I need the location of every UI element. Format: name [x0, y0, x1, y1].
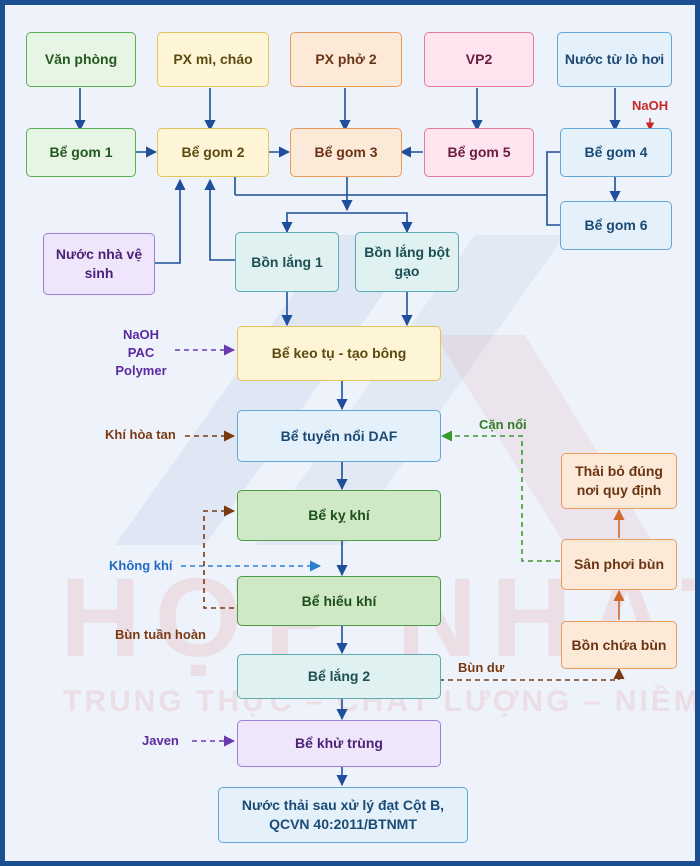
- node-thai-bo: Thải bỏ đúng nơi quy định: [561, 453, 677, 509]
- node-nuoc-thai-sau-xu-ly: Nước thải sau xử lý đạt Cột B, QCVN 40:2…: [218, 787, 468, 843]
- node-bon-chua-bun: Bồn chứa bùn: [561, 621, 677, 669]
- node-be-lang-2: Bể lắng 2: [237, 654, 441, 699]
- label-javen: Javen: [142, 733, 179, 748]
- node-san-phoi-bun: Sân phơi bùn: [561, 539, 677, 590]
- label-khong-khi: Không khí: [109, 558, 173, 573]
- node-nuoc-tu-lo-hoi: Nước từ lò hơi: [557, 32, 672, 87]
- node-be-gom-1: Bể gom 1: [26, 128, 136, 177]
- node-bon-lang-bot-gao: Bồn lắng bột gạo: [355, 232, 459, 292]
- label-naoh-top: NaOH: [632, 98, 669, 113]
- node-be-gom-5: Bể gom 5: [424, 128, 534, 177]
- node-vp2: VP2: [424, 32, 534, 87]
- node-be-keo-tu: Bể keo tụ - tạo bông: [237, 326, 441, 381]
- node-be-gom-2: Bể gom 2: [157, 128, 269, 177]
- label-bun-du: Bùn dư: [458, 660, 505, 675]
- node-be-gom-3: Bể gom 3: [290, 128, 402, 177]
- node-bon-lang-1: Bồn lắng 1: [235, 232, 339, 292]
- node-px-mi-chao: PX mì, cháo: [157, 32, 269, 87]
- label-khi-hoa-tan: Khí hòa tan: [105, 427, 176, 442]
- flow-connectors: [74, 88, 655, 787]
- node-be-gom-6: Bể gom 6: [560, 201, 672, 250]
- label-pac: PAC: [127, 345, 155, 360]
- label-polymer: Polymer: [115, 363, 167, 378]
- node-nuoc-nha-ve-sinh: Nước nhà vệ sinh: [43, 233, 155, 295]
- node-be-ky-khi: Bể kỵ khí: [237, 490, 441, 541]
- node-be-gom-4: Bể gom 4: [560, 128, 672, 177]
- node-be-hieu-khi: Bể hiếu khí: [237, 576, 441, 626]
- node-be-tuyen-noi: Bể tuyển nổi DAF: [237, 410, 441, 462]
- node-be-khu-trung: Bể khử trùng: [237, 720, 441, 767]
- label-naoh: NaOH: [122, 327, 160, 342]
- node-px-pho-2: PX phở 2: [290, 32, 402, 87]
- node-van-phong: Văn phòng: [26, 32, 136, 87]
- label-can-noi: Cặn nổi: [479, 417, 527, 432]
- label-bun-tuan-hoan: Bùn tuần hoàn: [115, 627, 206, 642]
